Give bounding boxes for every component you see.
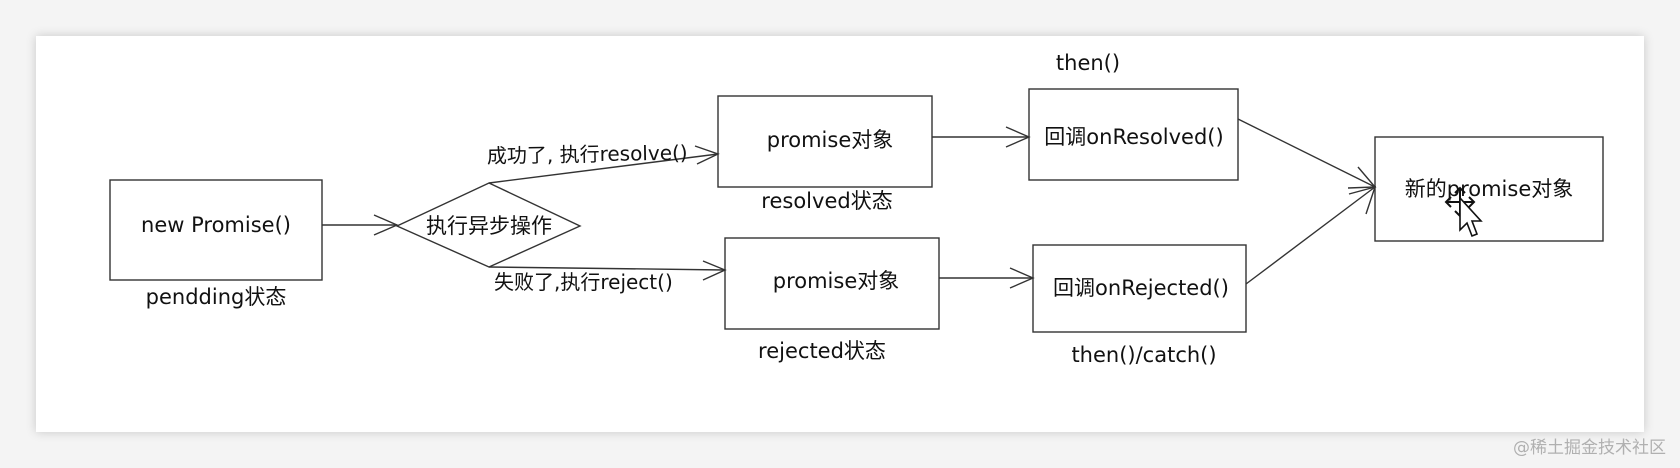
on-resolved-box [1028,88,1239,181]
then-label: then() [1056,51,1120,75]
new-promise-box [109,179,323,281]
resolved-promise-label: promise对象 [767,128,894,152]
arrow-resolved-to-callback [932,126,1031,148]
rejected-state-label: rejected状态 [758,339,886,363]
arrow-success [488,145,720,184]
rejected-promise-label: promise对象 [773,269,900,293]
resolved-state-label: resolved状态 [761,189,892,213]
diagram-canvas: new Promise() pendding状态 执行异步操作 成功了, 执行r… [36,36,1644,432]
async-op-label: 执行异步操作 [426,214,552,238]
arrow-fail [488,260,727,281]
mouse-cursor-icon [1444,186,1483,238]
resolved-promise-box [717,95,933,188]
new-promise-object-label: 新的promise对象 [1405,177,1574,201]
arrow-new-to-diamond [322,214,399,236]
promise-flow-diagram: new Promise() pendding状态 执行异步操作 成功了, 执行r… [109,51,1604,367]
pending-state-label: pendding状态 [146,285,287,309]
then-catch-label: then()/catch() [1071,343,1216,367]
arrow-rejected-to-new-promise [1245,185,1377,285]
async-op-diamond [395,182,582,268]
arrow-resolved-to-new-promise [1237,118,1377,189]
on-resolved-label: 回调onResolved() [1044,125,1223,149]
success-edge-label: 成功了, 执行resolve() [487,140,688,168]
watermark: @稀土掘金技术社区 [1513,438,1666,458]
on-rejected-label: 回调onRejected() [1053,276,1229,300]
arrow-rejected-to-callback [939,267,1035,289]
fail-edge-label: 失败了,执行reject() [494,270,673,294]
on-rejected-box [1032,244,1247,333]
new-promise-label: new Promise() [141,213,291,237]
rejected-promise-box [724,237,940,330]
